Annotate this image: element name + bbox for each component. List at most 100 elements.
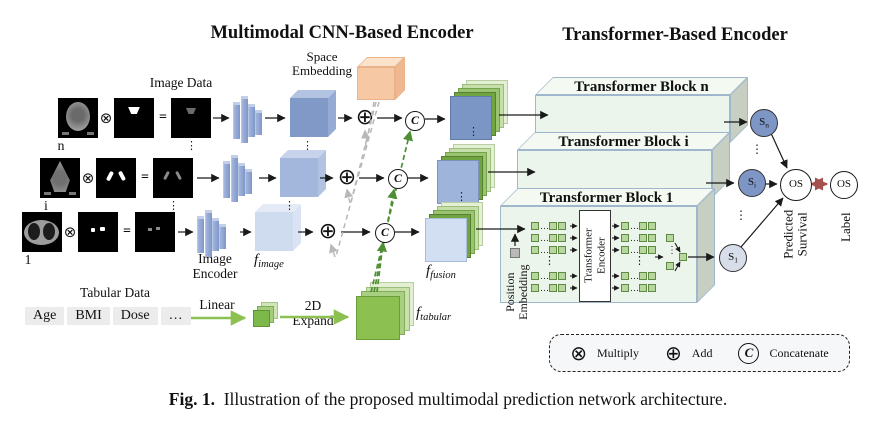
- token: [549, 222, 557, 230]
- token-dots: …: [630, 221, 639, 231]
- token-row: …: [621, 221, 656, 231]
- green-arrows: [188, 309, 350, 326]
- token-dots: …: [630, 283, 639, 293]
- predicted-l2: Survival: [795, 212, 810, 257]
- table-cell-age: Age: [25, 307, 65, 325]
- cube-front-face: [425, 218, 467, 262]
- cube-front-face: [280, 158, 318, 197]
- s-var: S: [728, 251, 735, 263]
- token: [621, 284, 629, 292]
- cube-front-face: [356, 296, 400, 340]
- f-var: f: [254, 252, 259, 268]
- pooling-token: [666, 262, 674, 270]
- linear-label: Linear: [199, 297, 235, 312]
- s-var: S: [759, 116, 766, 128]
- legend-box: ⊗ Multiply ⊕ Add C Concatenate: [549, 334, 850, 372]
- masked-image-i: [153, 158, 193, 198]
- token: [531, 246, 539, 254]
- token: [639, 284, 647, 292]
- token: [531, 222, 539, 230]
- f-fusion-sub: fusion: [430, 269, 456, 281]
- cnn-encoder-title: Multimodal CNN-Based Encoder: [210, 23, 474, 43]
- vdots: ⋮: [302, 140, 313, 152]
- transformer-encoder-box-label: Transformer Encoder: [582, 210, 607, 302]
- token-dots: …: [540, 245, 549, 255]
- cnn-slab: [212, 218, 219, 251]
- block-n-title: Transformer Block n: [574, 79, 709, 95]
- token: [558, 246, 566, 254]
- cube-front-face: [253, 310, 270, 327]
- label-os-node: OS: [830, 171, 858, 199]
- image-encoder-l2: Encoder: [192, 265, 238, 281]
- row-n-label: n: [57, 139, 65, 154]
- f-tabular-label: ftabular: [416, 304, 476, 323]
- table-mark: [69, 192, 76, 195]
- table-cell-more: …: [160, 307, 191, 325]
- table-cell-bmi: BMI: [67, 307, 110, 325]
- token-dots: …: [630, 271, 639, 281]
- position-l1: Position: [502, 272, 517, 312]
- multiply-op-i: ⊗: [81, 169, 95, 187]
- s-1-node: S1: [719, 244, 747, 272]
- token-row: …: [531, 284, 566, 293]
- concat-node-n: C: [405, 111, 425, 131]
- cnn-slab: [231, 155, 238, 202]
- token-dots: …: [630, 233, 639, 243]
- vdots: ⋮: [751, 142, 763, 156]
- token: [621, 272, 629, 280]
- token: [648, 272, 656, 280]
- row-1-label: 1: [24, 253, 32, 268]
- cnn-stack-i: [223, 155, 255, 202]
- f-fusion-label: ffusion: [426, 262, 486, 281]
- token: [648, 284, 656, 292]
- cnn-slab: [197, 216, 204, 253]
- caption-text: Illustration of the proposed multimodal …: [223, 389, 728, 409]
- mask-shape: [185, 108, 197, 114]
- predicted-os-node: OS: [780, 169, 812, 201]
- image-encoder-label: Image Encoder: [183, 251, 247, 282]
- mask-image-1: [78, 212, 118, 252]
- token: [648, 222, 656, 230]
- f-var: f: [426, 263, 431, 279]
- vdots: ⋮: [284, 200, 295, 212]
- masked-image-n: [171, 98, 211, 138]
- vdots: ⋮: [456, 191, 467, 203]
- block-i-title: Transformer Block i: [558, 134, 689, 150]
- pooled-token: [679, 253, 687, 261]
- token-dots: …: [540, 233, 549, 243]
- position-embedding-token: [510, 248, 520, 258]
- f-image-label: fimage: [254, 251, 314, 270]
- vdots: ⋮: [735, 208, 747, 222]
- tabular-data-label: Tabular Data: [80, 285, 150, 300]
- token: [549, 246, 557, 254]
- table-mark: [62, 132, 69, 135]
- multiply-op-n: ⊗: [99, 109, 113, 127]
- lung-shape: [43, 223, 55, 240]
- position-embedding-label: Position Embedding: [502, 252, 530, 332]
- cube-front-face: [450, 96, 492, 140]
- token-row: …: [531, 245, 566, 255]
- row-i-label: i: [44, 199, 48, 214]
- token: [531, 272, 539, 280]
- transformer-encoder-box: Transformer Encoder: [579, 210, 611, 302]
- mask-image-n: [114, 98, 154, 138]
- token-row: …: [531, 233, 566, 243]
- s-n-sub: n: [765, 120, 769, 130]
- equals-op-n: =: [159, 110, 167, 125]
- token: [558, 222, 566, 230]
- predicted-l1: Predicted: [780, 209, 796, 259]
- concat-node-i: C: [388, 169, 408, 189]
- ct-image-n: [58, 98, 98, 138]
- token: [648, 234, 656, 242]
- token: [558, 284, 566, 292]
- cube-front-face: [357, 67, 395, 100]
- cube-front-face: [255, 212, 293, 251]
- token: [549, 284, 557, 292]
- token-row: …: [621, 283, 656, 293]
- expand-l1: 2D: [304, 298, 322, 313]
- vdots: ⋮: [168, 200, 179, 212]
- cnn-stack-1: [197, 210, 229, 257]
- image-data-label: Image Data: [149, 75, 213, 90]
- token: [639, 222, 647, 230]
- token: [558, 272, 566, 280]
